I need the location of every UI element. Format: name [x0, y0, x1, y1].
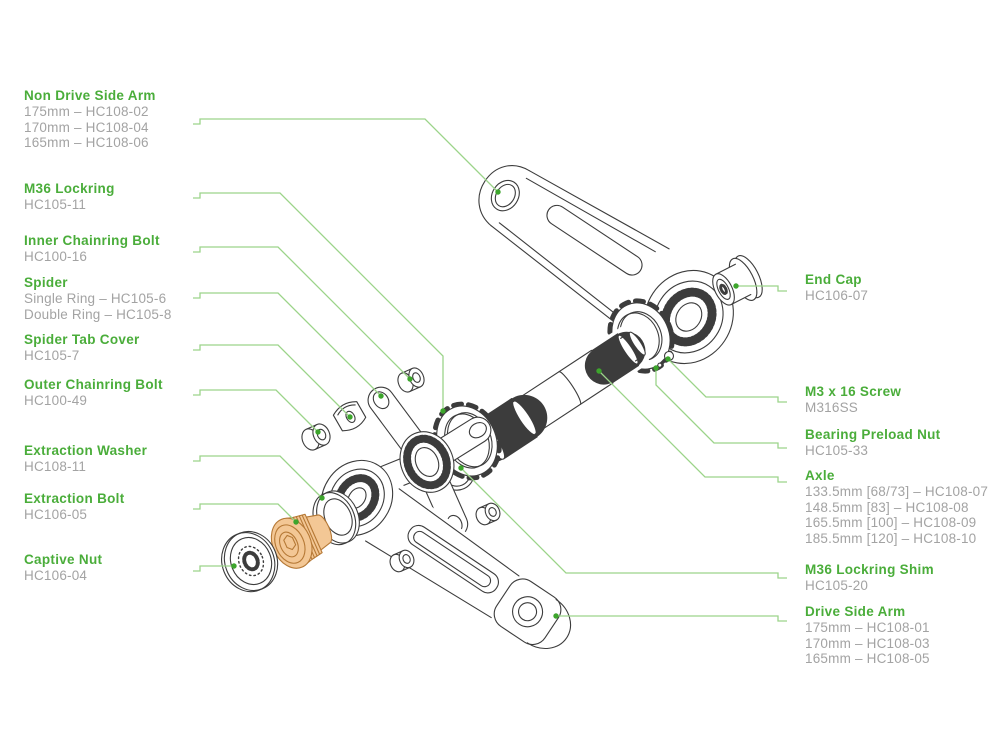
leader-m36-lockring	[193, 192, 444, 411]
label-end-cap: End Cap HC106-07	[805, 272, 868, 304]
leader-extraction-washer	[193, 455, 323, 499]
part-variant: 165mm – HC108-05	[805, 651, 930, 666]
leader-non-drive-side-arm	[193, 118, 499, 193]
part-title: End Cap	[805, 272, 862, 287]
part-title: Captive Nut	[24, 552, 103, 567]
leader-drive-side-arm	[556, 615, 787, 622]
label-extraction-bolt: Extraction Bolt HC106-05	[24, 491, 125, 523]
leader-m3-screw	[667, 358, 787, 403]
part-title: M3 x 16 Screw	[805, 384, 902, 399]
part-variant: Single Ring – HC105-6	[24, 291, 167, 306]
leader-m36-lockring-shim	[460, 467, 787, 579]
part-variant: 165mm – HC108-06	[24, 135, 149, 150]
leader-dots	[231, 189, 739, 619]
part-code: HC106-05	[24, 507, 88, 522]
leader-lines	[193, 118, 787, 622]
leader-inner-chainring-bolt	[193, 246, 411, 380]
part-title: Bearing Preload Nut	[805, 427, 941, 442]
part-variant: 170mm – HC108-03	[805, 635, 930, 651]
label-captive-nut: Captive Nut HC106-04	[24, 552, 102, 584]
part-title: M36 Lockring	[24, 181, 115, 196]
end-cap-drawing	[712, 255, 763, 306]
label-m36-lockring-shim: M36 Lockring Shim HC105-20	[805, 562, 934, 594]
part-title: Non Drive Side Arm	[24, 88, 156, 103]
leader-bearing-preload-nut	[655, 368, 787, 449]
part-title: Extraction Washer	[24, 443, 148, 458]
part-title: Inner Chainring Bolt	[24, 233, 160, 248]
label-bearing-preload-nut: Bearing Preload Nut HC105-33	[805, 427, 940, 459]
part-variant: 175mm – HC108-01	[805, 620, 930, 635]
part-title: Axle	[805, 468, 835, 483]
part-title: Drive Side Arm	[805, 604, 906, 619]
leader-spider-tab-cover	[193, 344, 351, 418]
part-title: Outer Chainring Bolt	[24, 377, 163, 392]
leader-axle	[598, 370, 787, 483]
drive-side-arm-drawing	[320, 459, 572, 649]
label-axle: Axle 133.5mm [68/73] – HC108-07 148.5mm …	[805, 468, 988, 546]
part-code: HC100-49	[24, 393, 88, 408]
chainring-bolt-spare2-drawing	[389, 549, 415, 573]
leader-outer-chainring-bolt	[193, 389, 319, 433]
part-variant: Double Ring – HC105-8	[24, 306, 172, 322]
leader-extraction-bolt	[193, 503, 297, 523]
label-spider-tab-cover: Spider Tab Cover HC105-7	[24, 332, 140, 364]
leader-spider	[193, 292, 382, 397]
part-title: Spider Tab Cover	[24, 332, 140, 347]
part-title: M36 Lockring Shim	[805, 562, 934, 577]
label-m3-screw: M3 x 16 Screw M316SS	[805, 384, 901, 416]
label-inner-chainring-bolt: Inner Chainring Bolt HC100-16	[24, 233, 160, 265]
part-variant: 133.5mm [68/73] – HC108-07	[805, 484, 989, 499]
part-variant: 185.5mm [120] – HC108-10	[805, 530, 977, 546]
part-code: HC106-07	[805, 288, 869, 303]
part-code: HC105-7	[24, 348, 80, 363]
part-code: HC108-11	[24, 459, 87, 474]
part-code: HC105-11	[24, 197, 87, 212]
label-non-drive-side-arm: Non Drive Side Arm 175mm – HC108-02 170m…	[24, 88, 156, 151]
part-variant: 175mm – HC108-02	[24, 104, 149, 119]
captive-nut-drawing	[221, 530, 279, 593]
part-code: HC105-33	[805, 443, 869, 458]
outer-chainring-bolt-drawing	[301, 423, 331, 451]
label-outer-chainring-bolt: Outer Chainring Bolt HC100-49	[24, 377, 163, 409]
part-code: HC100-16	[24, 249, 88, 264]
part-variant: 148.5mm [83] – HC108-08	[805, 499, 969, 515]
part-code: HC106-04	[24, 568, 88, 583]
part-code: HC105-20	[805, 578, 869, 593]
leader-end-cap	[736, 285, 787, 292]
label-spider: Spider Single Ring – HC105-6 Double Ring…	[24, 275, 172, 322]
part-title: Spider	[24, 275, 68, 290]
label-m36-lockring: M36 Lockring HC105-11	[24, 181, 115, 213]
part-variant: 165.5mm [100] – HC108-09	[805, 515, 977, 530]
label-drive-side-arm: Drive Side Arm 175mm – HC108-01 170mm – …	[805, 604, 930, 667]
label-extraction-washer: Extraction Washer HC108-11	[24, 443, 147, 475]
chainring-bolt-spare-drawing	[475, 502, 501, 526]
leader-captive-nut	[193, 565, 234, 572]
extraction-bolt-drawing	[270, 513, 333, 569]
part-code: M316SS	[805, 400, 858, 415]
part-variant: 170mm – HC108-04	[24, 119, 149, 135]
part-title: Extraction Bolt	[24, 491, 125, 506]
